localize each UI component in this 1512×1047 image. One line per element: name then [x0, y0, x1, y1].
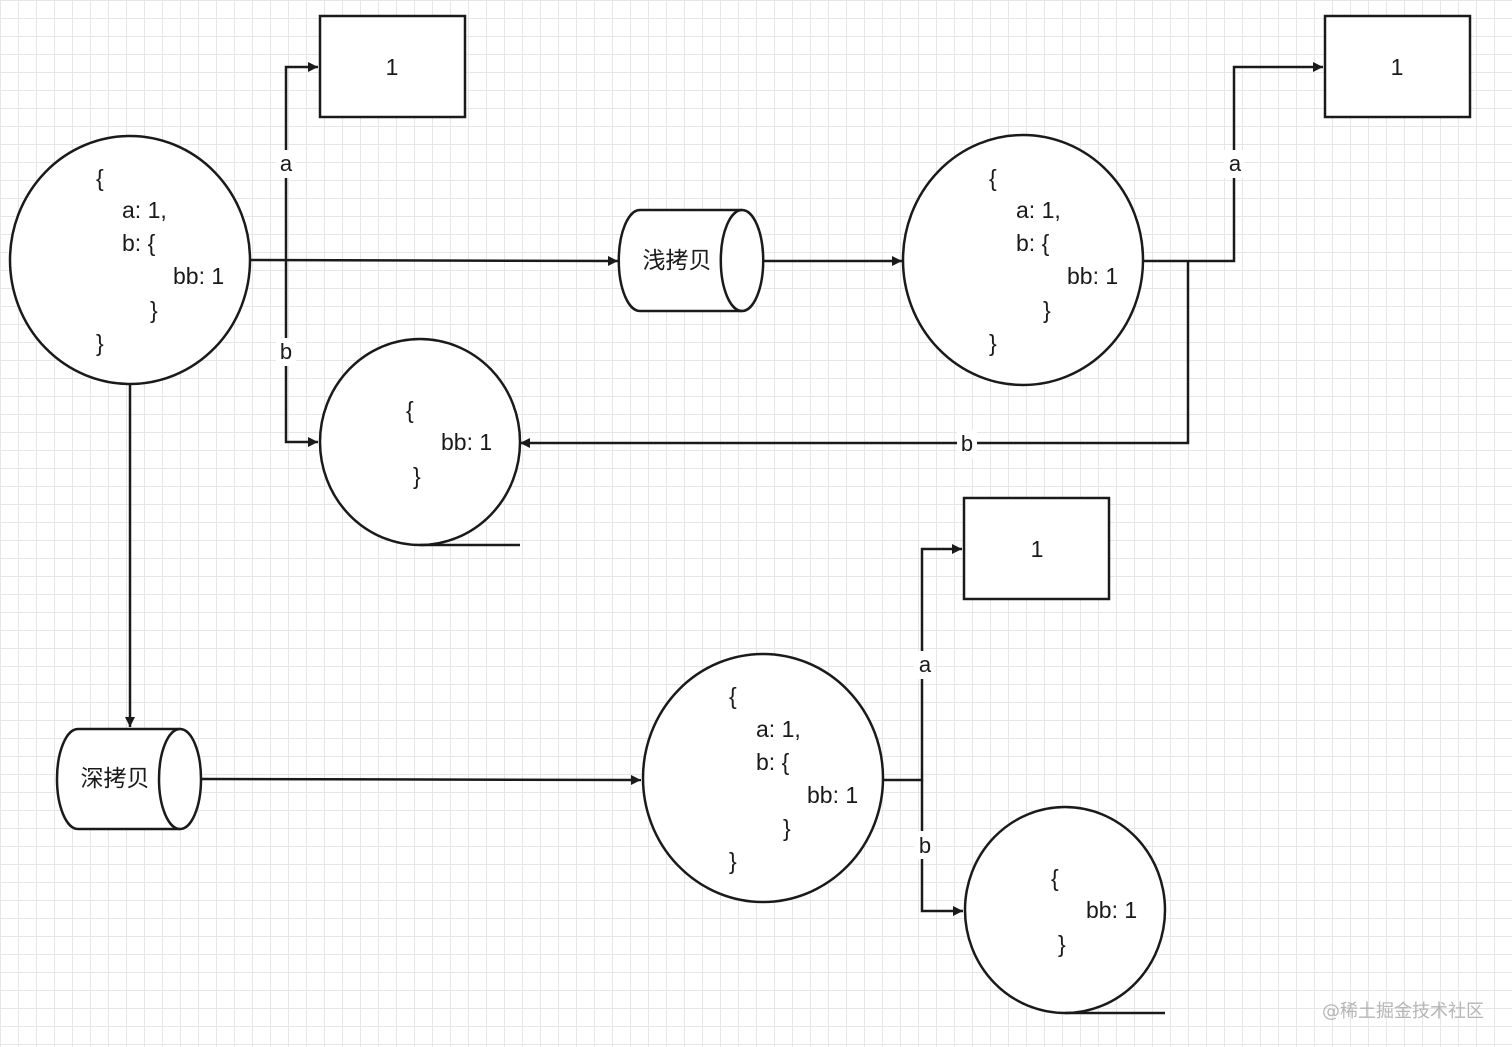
obj-line: {	[96, 165, 104, 191]
obj-line: }	[783, 815, 791, 841]
inner-line: {	[1051, 865, 1059, 891]
edge-original-b	[284, 260, 318, 447]
obj-line: b: {	[756, 749, 790, 775]
edge-deep-b	[920, 780, 963, 916]
original-object-node: { a: 1, b: { bb: 1 } }	[8, 134, 252, 386]
label-shallow-b: b	[961, 431, 973, 456]
deep-inner-object-node: { bb: 1 }	[963, 805, 1167, 1015]
obj-line: b: {	[1016, 230, 1050, 256]
value-text: 1	[386, 54, 399, 80]
obj-line: a: 1,	[1016, 197, 1061, 223]
obj-line: {	[729, 683, 737, 709]
shared-inner-object-node: { bb: 1 }	[318, 337, 522, 547]
inner-line: {	[406, 397, 414, 423]
obj-line: bb: 1	[173, 263, 224, 289]
obj-line: b: {	[122, 230, 156, 256]
label-original-b: b	[280, 339, 292, 364]
obj-line: }	[729, 848, 737, 874]
value-box-deep: 1	[962, 496, 1111, 601]
watermark-text: @稀土掘金技术社区	[1322, 1001, 1484, 1022]
label-shallow-a: a	[1229, 151, 1242, 176]
obj-line: bb: 1	[1067, 263, 1118, 289]
edge-original-a	[284, 62, 318, 260]
obj-line: }	[989, 330, 997, 356]
obj-line: {	[989, 165, 997, 191]
inner-line: bb: 1	[1086, 897, 1137, 923]
label-deep-a: a	[919, 652, 932, 677]
edge-shallow-b	[520, 261, 1190, 448]
shallow-copy-node: 浅拷贝	[617, 208, 765, 313]
value-box-original: 1	[318, 14, 467, 119]
deep-copy-object-node: { a: 1, b: { bb: 1 } }	[641, 652, 885, 904]
inner-line: }	[1058, 931, 1066, 957]
obj-line: }	[96, 330, 104, 356]
label-deep-b: b	[919, 833, 931, 858]
value-text: 1	[1391, 54, 1404, 80]
deep-copy-node: 深拷贝	[55, 727, 203, 831]
obj-line: }	[1043, 297, 1051, 323]
value-text: 1	[1031, 536, 1044, 562]
shallow-copy-label: 浅拷贝	[643, 247, 712, 273]
obj-line: }	[150, 297, 158, 323]
obj-line: a: 1,	[756, 716, 801, 742]
value-box-shallow: 1	[1323, 14, 1472, 119]
edge-deep-to-copy	[201, 774, 642, 785]
edge-original-to-shallow	[249, 255, 619, 266]
obj-line: bb: 1	[807, 782, 858, 808]
deep-copy-label: 深拷贝	[81, 765, 150, 791]
inner-line: }	[413, 463, 421, 489]
obj-line: a: 1,	[122, 197, 167, 223]
inner-line: bb: 1	[441, 429, 492, 455]
shallow-copy-object-node: { a: 1, b: { bb: 1 } }	[901, 133, 1145, 387]
label-original-a: a	[280, 151, 293, 176]
